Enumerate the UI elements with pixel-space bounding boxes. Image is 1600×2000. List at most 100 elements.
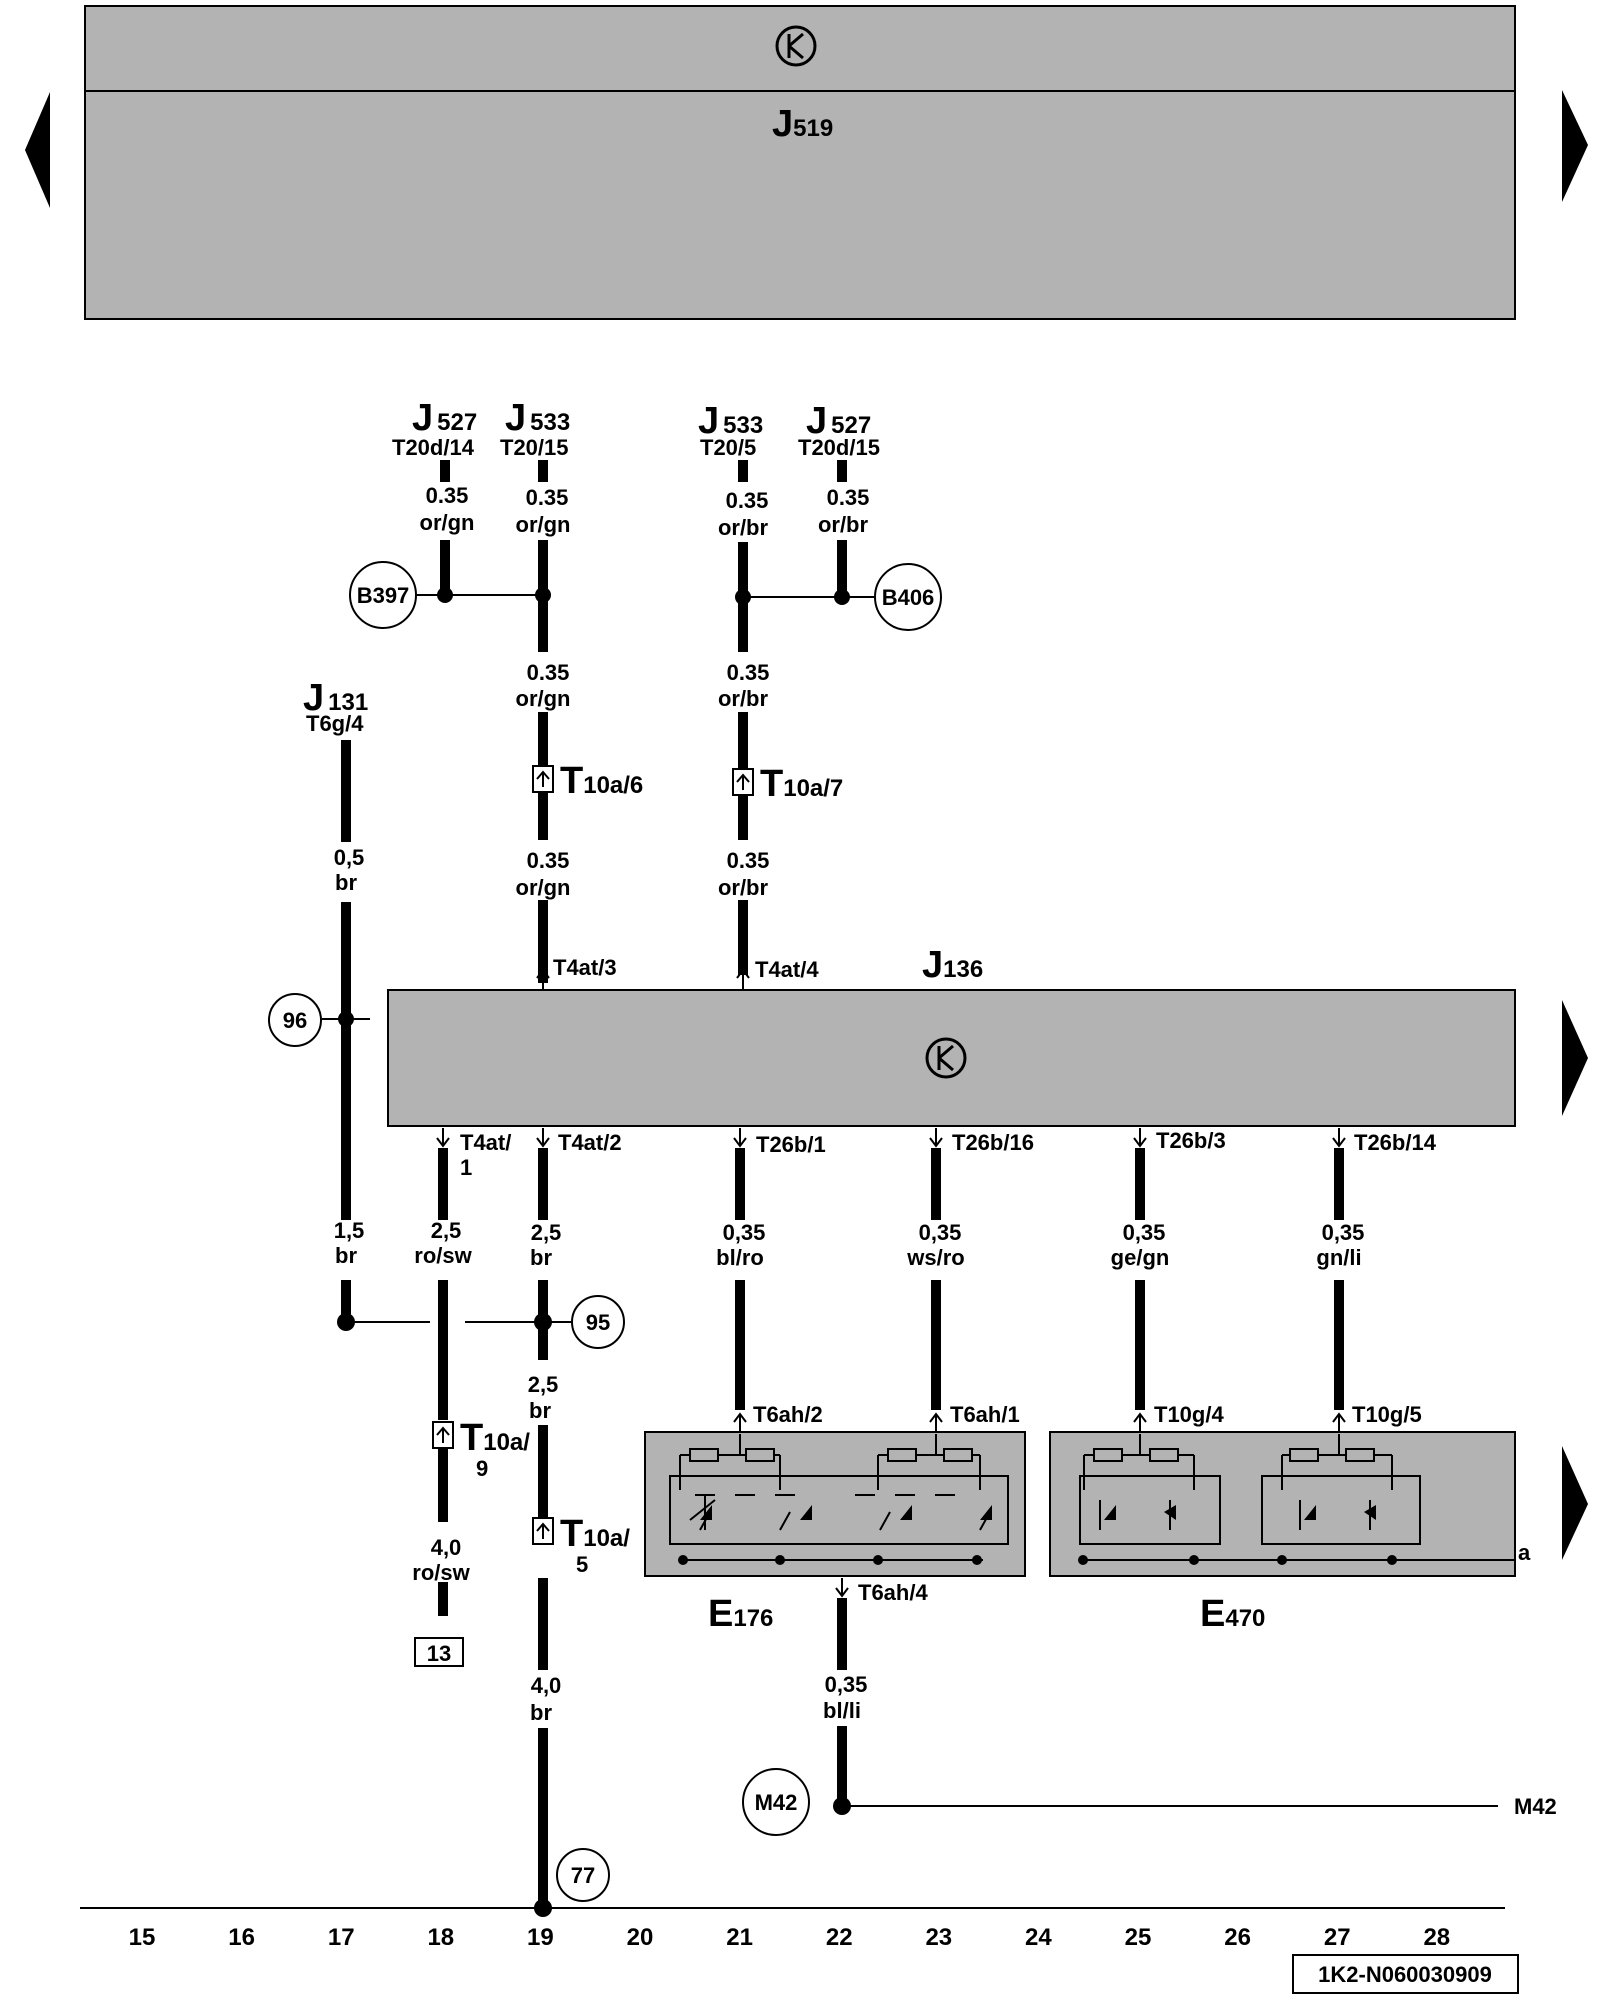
wire-label: 4,0ro/sw [412, 1535, 470, 1585]
svg-text:ro/sw: ro/sw [414, 1243, 472, 1268]
svg-text:T20d/15: T20d/15 [798, 435, 880, 460]
pin-arrow-icon [733, 1128, 747, 1148]
splice-96: 96 [268, 993, 322, 1047]
svg-text:T10a/7: T10a/7 [760, 763, 843, 805]
svg-text:T20/5: T20/5 [700, 435, 756, 460]
junction-dot [735, 589, 751, 605]
svg-text:T6g/4: T6g/4 [306, 711, 364, 736]
module-e470-box [1049, 1431, 1516, 1577]
wire-label: 2,5ro/sw [414, 1218, 472, 1268]
grid-number: 15 [129, 1924, 156, 1951]
svg-text:br: br [530, 1245, 552, 1270]
grid-number: 28 [1423, 1924, 1450, 1951]
next-page-arrow-low-icon[interactable] [1562, 1446, 1588, 1560]
svg-text:br: br [529, 1398, 551, 1423]
svg-text:9: 9 [476, 1456, 488, 1481]
svg-text:br: br [335, 870, 357, 895]
grid-number: 19 [527, 1924, 554, 1951]
pin-arrow-icon [733, 1412, 747, 1434]
grid-number: 27 [1324, 1924, 1351, 1951]
wire-label: 1,5br [334, 1218, 365, 1268]
ref-box-13: 13 [414, 1637, 464, 1667]
svg-text:0,35: 0,35 [1322, 1220, 1365, 1245]
junction-dot [437, 587, 453, 603]
grid-number: 16 [228, 1924, 255, 1951]
splice-95: 95 [571, 1295, 625, 1349]
pin-label: T26b/1 [756, 1132, 826, 1157]
pin-label: T6ah/1 [950, 1402, 1020, 1427]
e176-transistor-icons [678, 1505, 992, 1565]
svg-text:or/gn: or/gn [420, 510, 475, 535]
svg-text:1,5: 1,5 [334, 1218, 365, 1243]
ref-a-label: a [1518, 1540, 1531, 1565]
diagram-code-box: 1K2-N060030909 [1292, 1954, 1519, 1994]
pin-label: T6ah/4 [858, 1580, 928, 1605]
junction-dot [338, 1011, 354, 1027]
pin-arrow-icon [536, 968, 550, 990]
wire-label: 0,5br [334, 845, 365, 895]
svg-text:bl/ro: bl/ro [716, 1245, 764, 1270]
pin-label: T4at/4 [755, 957, 819, 982]
svg-text:ws/ro: ws/ro [906, 1245, 964, 1270]
grid-number: 26 [1224, 1924, 1251, 1951]
connector-t10a5: T10a/ 5 [532, 1513, 630, 1577]
module-j519-box [84, 5, 1516, 320]
svg-text:br: br [530, 1700, 552, 1725]
wire-label: 2,5br [528, 1372, 559, 1423]
pin-arrow-icon [929, 1128, 943, 1148]
svg-text:2,5: 2,5 [528, 1372, 559, 1397]
svg-text:0.35: 0.35 [527, 660, 570, 685]
svg-text:13: 13 [427, 1641, 451, 1666]
next-page-arrow-top-icon[interactable] [1562, 90, 1588, 202]
svg-text:or/gn: or/gn [516, 875, 571, 900]
svg-text:0,35: 0,35 [723, 1220, 766, 1245]
junction-dot [535, 587, 551, 603]
next-page-arrow-mid-icon[interactable] [1562, 1000, 1588, 1116]
e470-circuit-icon [1079, 1434, 1515, 1561]
svg-text:0.35: 0.35 [827, 485, 870, 510]
svg-text:0,35: 0,35 [1123, 1220, 1166, 1245]
ground-m42: M42 [742, 1768, 810, 1836]
svg-text:1K2-N060030909: 1K2-N060030909 [1318, 1962, 1492, 1987]
svg-text:0,35: 0,35 [919, 1220, 962, 1245]
svg-text:br: br [335, 1243, 357, 1268]
pin-label: T10g/5 [1352, 1402, 1422, 1427]
prev-page-arrow-icon[interactable] [25, 92, 50, 208]
junction-dot [833, 1797, 851, 1815]
pin-label: 1 [460, 1155, 472, 1180]
svg-text:0,35: 0,35 [825, 1672, 868, 1697]
pin-arrow-icon [1133, 1412, 1147, 1434]
svg-text:2,5: 2,5 [531, 1220, 562, 1245]
pin-label: T4at/ [460, 1130, 511, 1155]
module-j136-box [387, 989, 1516, 1127]
svg-text:M42: M42 [755, 1790, 798, 1815]
pin-arrow-icon [436, 1128, 450, 1148]
svg-text:4,0: 4,0 [431, 1535, 462, 1560]
ground-symbol-icon [775, 25, 817, 67]
ground-77: 77 [556, 1848, 610, 1902]
e470-transistor-icons [1078, 1505, 1397, 1565]
svg-text:bl/li: bl/li [823, 1698, 861, 1723]
svg-text:or/br: or/br [718, 686, 769, 711]
svg-text:ge/gn: ge/gn [1111, 1245, 1170, 1270]
wire-label: 4,0br [530, 1673, 561, 1725]
svg-text:or/br: or/br [718, 515, 769, 540]
connector-t10a9: T10a/ 9 [432, 1417, 530, 1481]
svg-text:95: 95 [586, 1310, 610, 1335]
svg-text:5: 5 [576, 1552, 588, 1577]
splice-b397: B397 [349, 561, 417, 629]
svg-text:2,5: 2,5 [431, 1218, 462, 1243]
